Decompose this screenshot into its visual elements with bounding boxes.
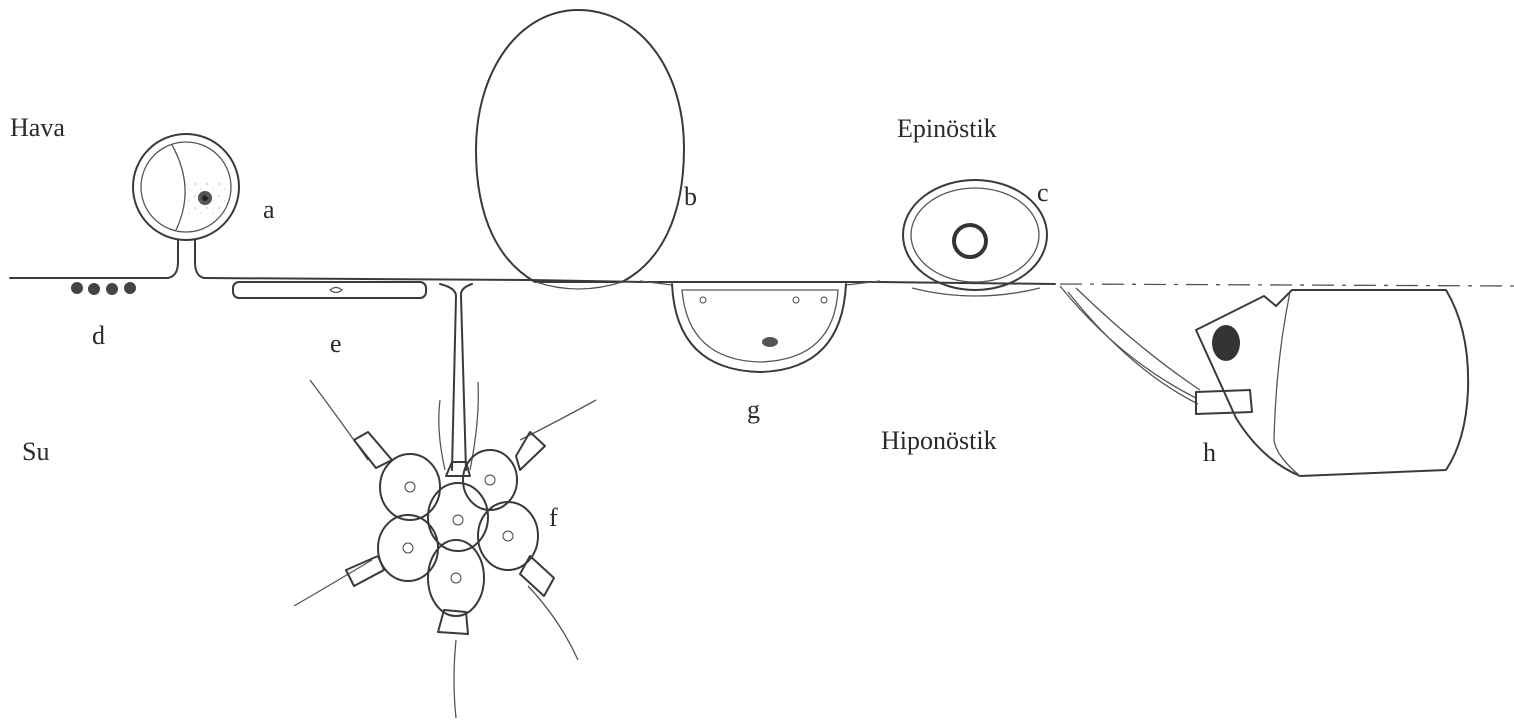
label-hyponeustic: Hiponöstik xyxy=(881,426,997,455)
label-e: e xyxy=(330,329,342,358)
label-a: a xyxy=(263,195,275,224)
label-h: h xyxy=(1203,438,1216,467)
label-d: d xyxy=(92,321,105,350)
organism-e xyxy=(233,282,426,298)
label-epineustic: Epinöstik xyxy=(897,114,997,143)
label-water: Su xyxy=(22,437,49,466)
label-b: b xyxy=(684,182,697,211)
label-f: f xyxy=(549,503,558,532)
organism-g xyxy=(640,281,880,372)
organism-c xyxy=(903,180,1047,296)
organism-a xyxy=(133,134,239,278)
label-g: g xyxy=(747,395,760,424)
organism-d xyxy=(71,282,136,295)
label-c: c xyxy=(1037,178,1049,207)
organism-h xyxy=(1060,286,1468,476)
organism-b xyxy=(476,10,684,289)
label-air: Hava xyxy=(10,113,65,142)
